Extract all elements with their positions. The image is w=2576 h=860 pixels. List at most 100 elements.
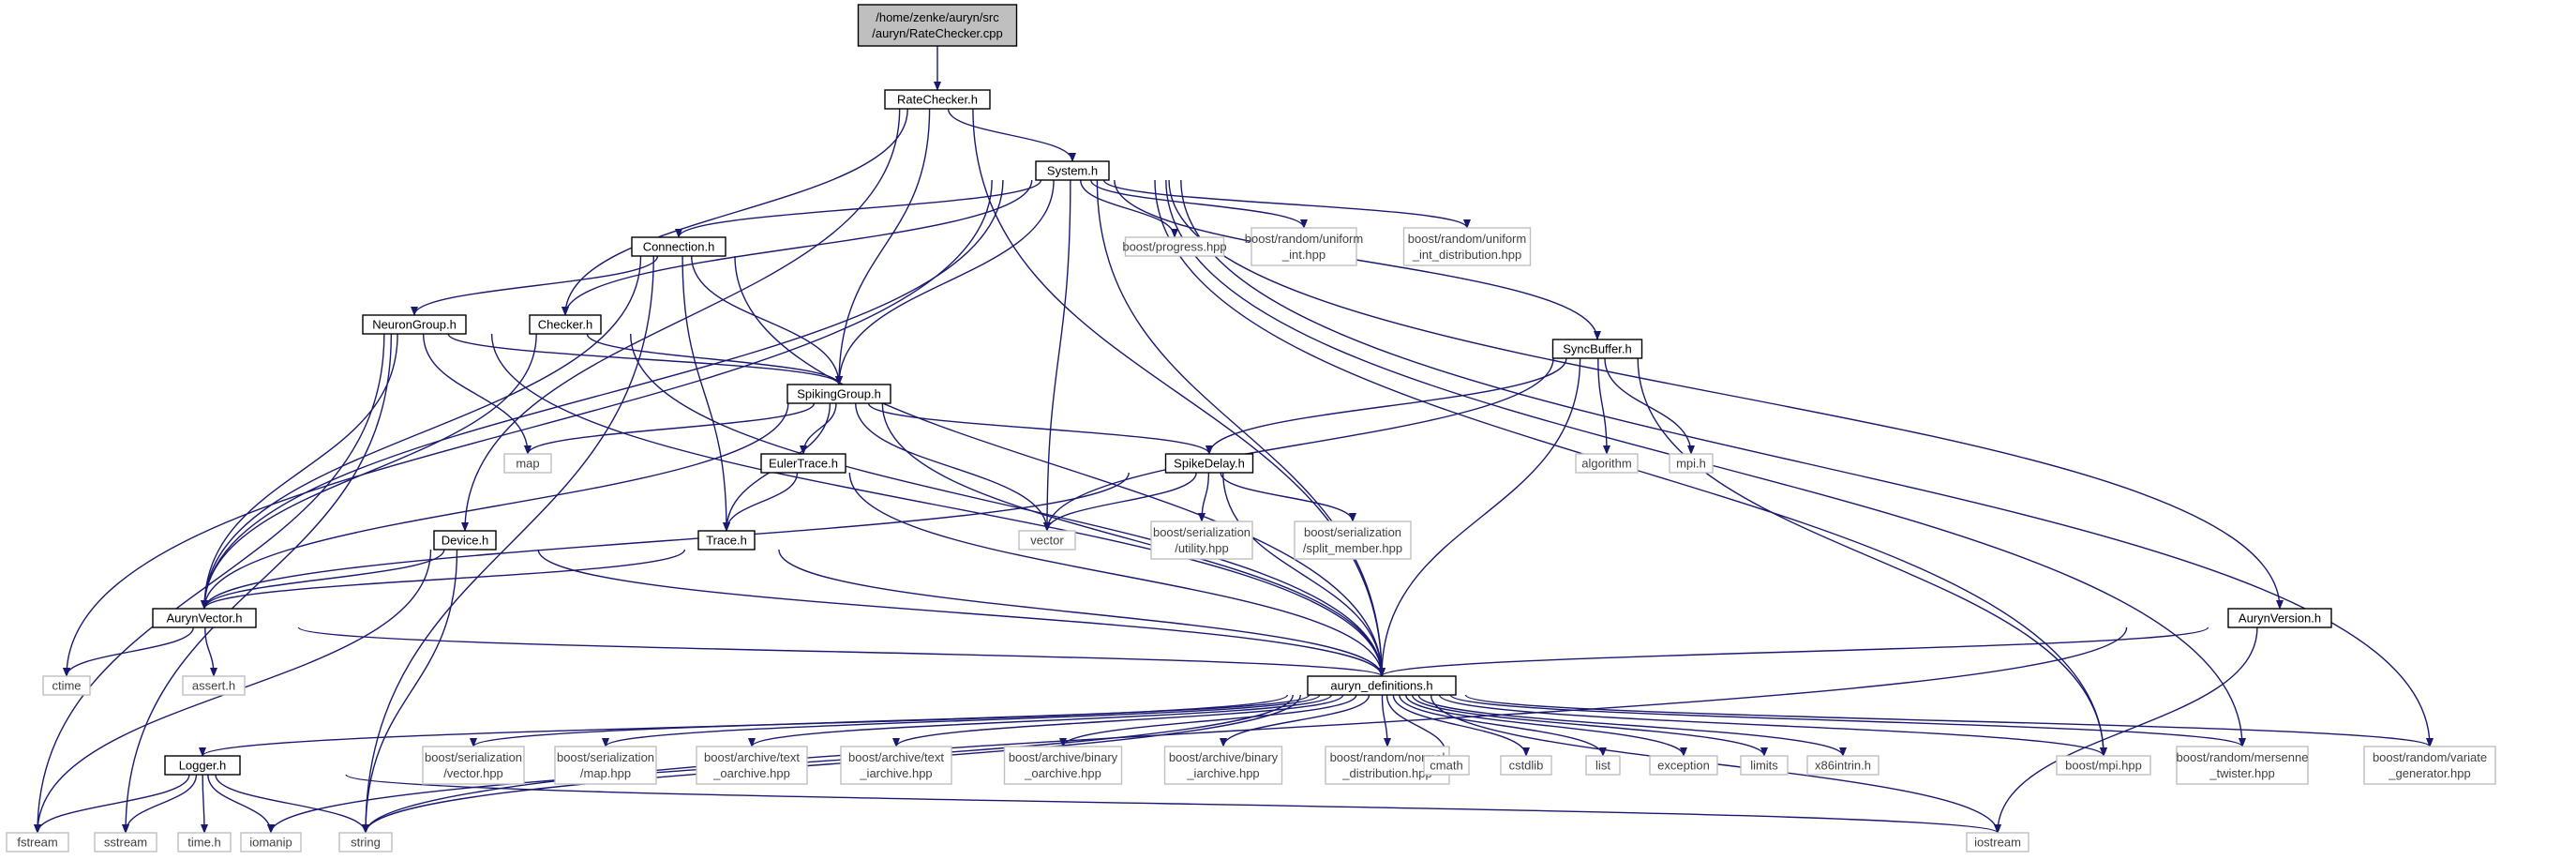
edge-syncbuffer-to-algorithm bbox=[1597, 357, 1610, 455]
node-label-uniformint: _int.hpp bbox=[1281, 248, 1325, 262]
edge-system-to-uniformint bbox=[1090, 179, 1308, 229]
node-box-textoarchive bbox=[696, 746, 808, 785]
node-syncbuffer[interactable]: SyncBuffer.h bbox=[1551, 339, 1643, 359]
edge-spikinggroup-to-spikedelay bbox=[867, 402, 1213, 455]
node-vector: vector bbox=[1018, 530, 1076, 551]
node-label-asserth: assert.h bbox=[192, 679, 235, 693]
node-logger[interactable]: Logger.h bbox=[164, 755, 241, 776]
edge-spikinggroup-to-vector bbox=[855, 402, 1051, 532]
node-label-spikedelay: SpikeDelay.h bbox=[1174, 457, 1245, 471]
node-box-algorithm bbox=[1575, 453, 1639, 474]
edge-defs-to-normaldist bbox=[1381, 694, 1391, 747]
node-box-servector bbox=[422, 746, 525, 785]
node-box-string bbox=[338, 832, 393, 852]
edge-system-to-ctime bbox=[63, 179, 993, 677]
node-label-root: /home/zenke/auryn/src bbox=[876, 10, 999, 24]
node-box-root bbox=[857, 4, 1018, 47]
node-ratechecker[interactable]: RateChecker.h bbox=[884, 89, 991, 110]
node-box-fstream bbox=[6, 832, 69, 852]
node-sersplit: boost/serialization/split_member.hpp bbox=[1294, 521, 1412, 560]
node-label-textoarchive: boost/archive/text bbox=[704, 750, 800, 764]
edge-spikedelay-to-defs bbox=[1222, 472, 1385, 677]
edge-spikinggroup-to-map bbox=[524, 402, 816, 455]
node-asserth: assert.h bbox=[182, 675, 246, 696]
node-label-exception: exception bbox=[1657, 759, 1710, 773]
edge-defs-to-biniarchive bbox=[1220, 694, 1370, 747]
node-label-mpih: mpi.h bbox=[1676, 457, 1706, 471]
node-trace[interactable]: Trace.h bbox=[697, 530, 756, 551]
node-label-mersenne: boost/random/mersenne bbox=[2177, 750, 2309, 764]
node-aurynversion[interactable]: AurynVersion.h bbox=[2227, 608, 2332, 628]
node-label-fstream: fstream bbox=[17, 836, 57, 850]
node-neurongroup[interactable]: NeuronGroup.h bbox=[362, 314, 467, 335]
node-box-uniformint bbox=[1251, 227, 1357, 266]
edge-system-to-connection bbox=[675, 179, 1042, 238]
edge-spikedelay-to-aurynvector bbox=[201, 472, 1130, 610]
node-uniformint: boost/random/uniform_int.hpp bbox=[1245, 227, 1363, 266]
node-binoarchive: boost/archive/binary_oarchive.hpp bbox=[1003, 746, 1123, 785]
node-label-uniformintdist: boost/random/uniform bbox=[1408, 232, 1526, 246]
node-label-binoarchive: boost/archive/binary bbox=[1009, 750, 1118, 764]
node-box-x86intrin bbox=[1806, 755, 1880, 776]
node-label-mersenne: _twister.hpp bbox=[2209, 766, 2274, 780]
node-label-trace: Trace.h bbox=[706, 534, 747, 548]
node-label-limits: limits bbox=[1750, 759, 1778, 773]
edge-logger-to-iostream bbox=[345, 774, 2001, 834]
edge-aurynversion-to-defs bbox=[1378, 626, 2209, 677]
node-box-variategen bbox=[2363, 746, 2496, 785]
node-box-system bbox=[1035, 160, 1110, 181]
node-checker[interactable]: Checker.h bbox=[529, 314, 602, 335]
edge-device-to-string bbox=[362, 549, 458, 834]
node-box-limits bbox=[1740, 755, 1789, 776]
node-box-spikedelay bbox=[1164, 453, 1254, 474]
node-eulertrace[interactable]: EulerTrace.h bbox=[760, 453, 846, 474]
node-x86intrin: x86intrin.h bbox=[1806, 755, 1880, 776]
node-label-sersplit: boost/serialization bbox=[1304, 525, 1401, 539]
edge-aurynvector-to-defs bbox=[297, 626, 1385, 677]
node-string: string bbox=[338, 832, 393, 852]
edge-spikedelay-to-sersplit bbox=[1220, 472, 1356, 522]
node-spikedelay[interactable]: SpikeDelay.h bbox=[1164, 453, 1254, 474]
node-iomanip: iomanip bbox=[240, 832, 302, 852]
edge-system-to-progress bbox=[1080, 179, 1178, 238]
node-label-map: map bbox=[516, 457, 539, 471]
node-textoarchive: boost/archive/text_oarchive.hpp bbox=[696, 746, 808, 785]
node-label-iomanip: iomanip bbox=[249, 836, 292, 850]
node-label-sstream: sstream bbox=[104, 836, 147, 850]
node-root[interactable]: /home/zenke/auryn/src/auryn/RateChecker.… bbox=[857, 4, 1018, 47]
node-ctime: ctime bbox=[42, 675, 91, 696]
node-map: map bbox=[503, 453, 552, 474]
node-aurynvector[interactable]: AurynVector.h bbox=[152, 608, 257, 628]
node-device[interactable]: Device.h bbox=[433, 530, 497, 551]
node-defs[interactable]: auryn_definitions.h bbox=[1307, 675, 1457, 696]
edge-ratechecker-to-checker bbox=[562, 108, 908, 316]
node-exception: exception bbox=[1649, 755, 1718, 776]
node-connection[interactable]: Connection.h bbox=[631, 236, 726, 257]
edge-eulertrace-to-trace bbox=[723, 472, 799, 532]
node-label-root: /auryn/RateChecker.cpp bbox=[872, 26, 1002, 40]
node-label-servector: /vector.hpp bbox=[443, 766, 503, 780]
node-system[interactable]: System.h bbox=[1035, 160, 1110, 181]
edge-defs-to-list bbox=[1399, 694, 1607, 757]
node-box-mpih bbox=[1669, 453, 1714, 474]
node-label-defs: auryn_definitions.h bbox=[1330, 679, 1432, 693]
node-label-normaldist: _distribution.hpp bbox=[1341, 766, 1431, 780]
node-box-sstream bbox=[94, 832, 157, 852]
node-box-uniformintdist bbox=[1402, 227, 1532, 266]
edge-neurongroup-to-spikinggroup bbox=[447, 333, 843, 385]
node-label-ratechecker: RateChecker.h bbox=[897, 93, 978, 107]
node-cstdlib: cstdlib bbox=[1500, 755, 1552, 776]
edge-defs-to-binoarchive bbox=[1059, 694, 1357, 747]
node-label-servector: boost/serialization bbox=[425, 750, 522, 764]
edge-neurongroup-to-defs bbox=[490, 333, 1385, 677]
node-box-trace bbox=[697, 530, 756, 551]
node-label-eulertrace: EulerTrace.h bbox=[769, 457, 838, 471]
node-box-map bbox=[503, 453, 552, 474]
node-biniarchive: boost/archive/binary_iarchive.hpp bbox=[1163, 746, 1283, 785]
node-spikinggroup[interactable]: SpikingGroup.h bbox=[786, 384, 891, 404]
node-label-cmath: cmath bbox=[1430, 759, 1462, 773]
node-label-vector: vector bbox=[1030, 534, 1064, 548]
edge-defs-to-limits bbox=[1411, 694, 1768, 757]
node-label-sermap: boost/serialization bbox=[557, 750, 654, 764]
